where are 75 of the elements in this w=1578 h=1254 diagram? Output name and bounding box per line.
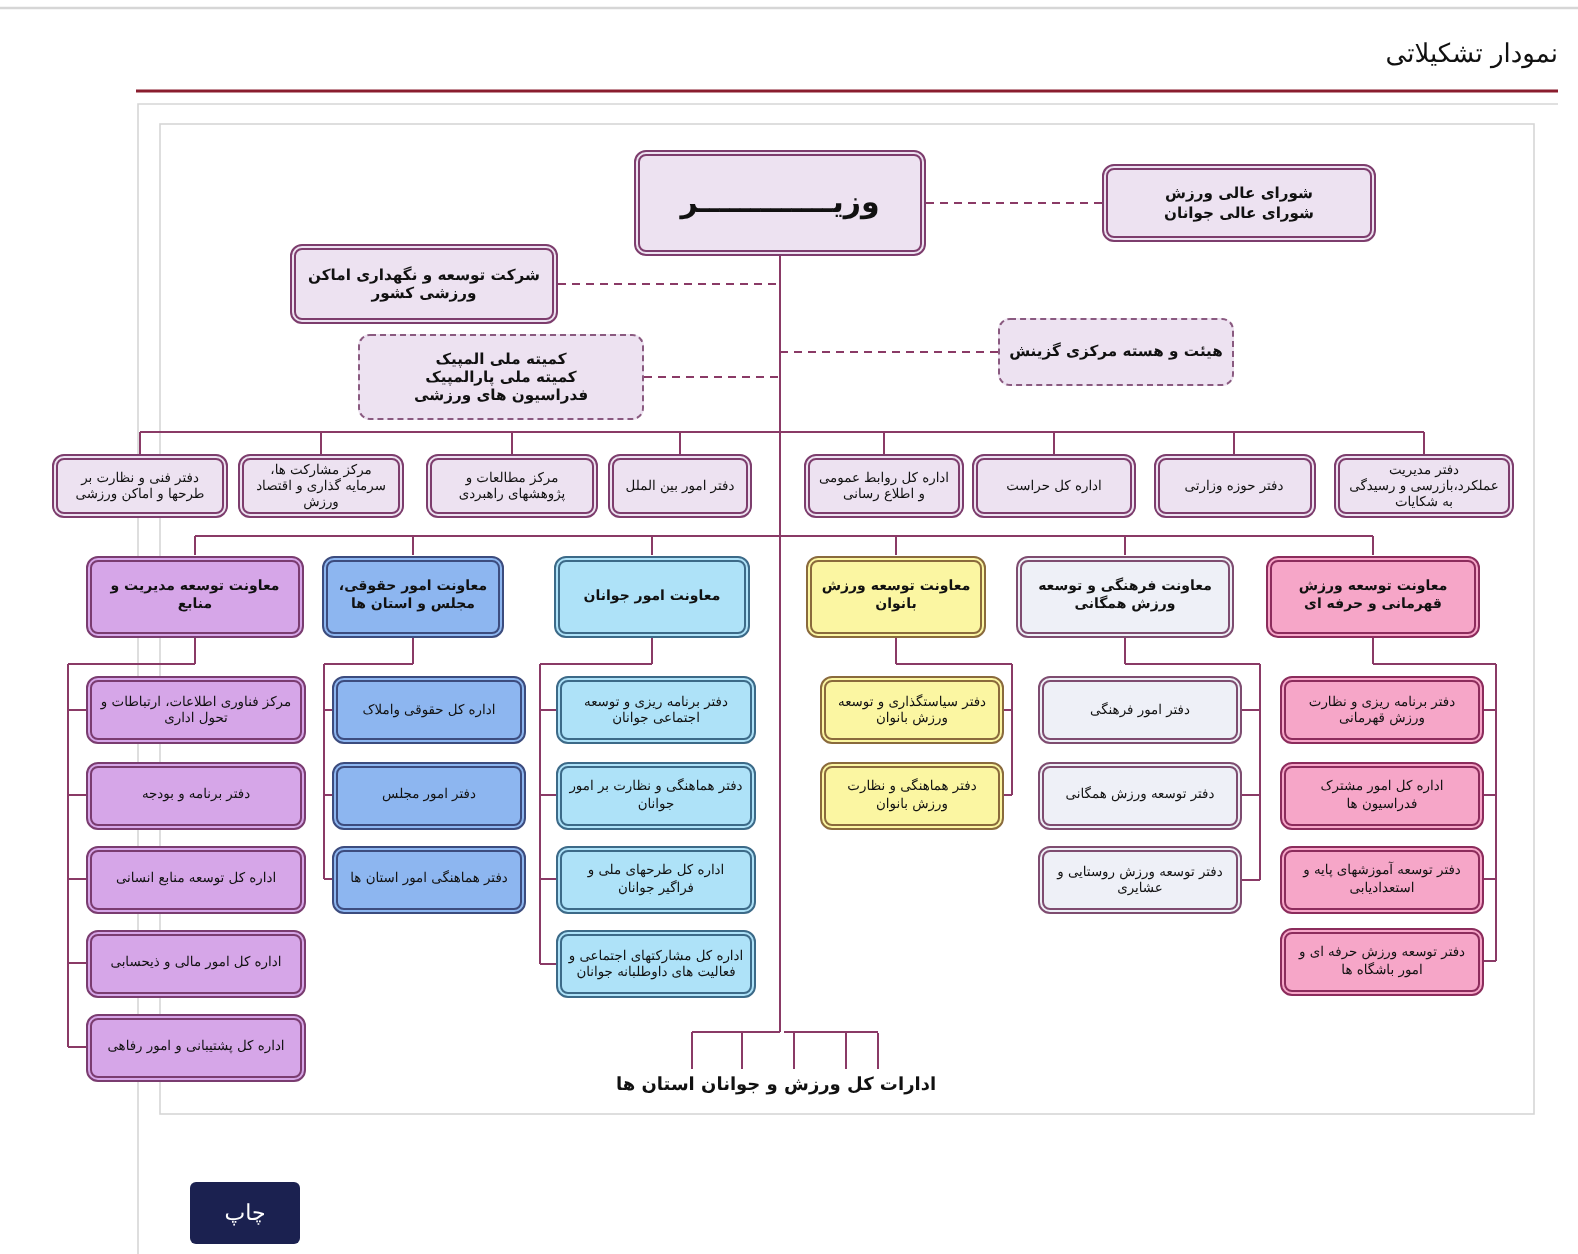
connector-line [895,535,1126,537]
connector-line [67,636,196,711]
connector-line [1241,794,1261,881]
connector-line [651,535,781,537]
connector-line [1124,636,1261,711]
connector-line [412,535,653,537]
connector-line [1483,878,1497,880]
org-box [1102,164,1376,242]
connector-line [511,431,681,433]
connector-line [779,255,781,285]
page-title: نمودار تشکیلاتی [1385,38,1558,74]
connector-line [1053,431,1055,455]
connector-line [320,431,513,433]
connector-line [539,636,653,711]
connector-line [1495,709,1497,796]
connector-line [67,962,87,964]
connector-line [323,794,333,880]
connector-line [779,376,781,433]
dashed-connector [779,351,999,353]
connector-line [1483,794,1497,796]
connector-line [779,351,781,378]
connector-line [67,709,69,796]
connector-line [323,636,414,711]
connector-line [539,878,557,965]
connector-line [323,709,325,796]
dashed-connector [925,202,1103,204]
connector-line [1259,709,1261,796]
connector-line [779,283,781,353]
connector-line [779,431,781,537]
connector-line [1483,878,1497,962]
connector-line [1124,535,1126,556]
connector-line [895,636,1013,711]
connector-line [1483,709,1497,711]
connector-line [1233,431,1235,455]
connector-line [511,431,513,455]
connector-line [412,535,414,556]
text-label: ادارات کل ورزش و جوانان استان ها [600,1069,952,1103]
connector-line [539,878,557,880]
connector-line [1241,709,1261,711]
connector-line [679,431,681,455]
connector-line [67,962,87,1048]
connector-line [779,431,885,433]
connector-line [67,794,87,796]
connector-line [139,431,322,455]
connector-line [679,431,781,433]
connector-line [895,535,897,556]
connector-line [67,709,87,711]
dashed-connector [643,376,781,378]
connector-line [1495,794,1497,880]
connector-line [1053,431,1235,433]
connector-line [67,878,69,964]
connector-line [1372,636,1497,711]
connector-line [883,431,885,455]
connector-line [691,535,781,1070]
connector-line [883,431,1055,433]
connector-line [67,794,69,880]
connector-line [320,431,322,455]
connector-line [539,794,541,880]
connector-line [651,535,653,556]
connector-line [1241,794,1261,796]
connector-line [1233,431,1425,455]
connector-line [67,878,87,880]
org-box: وزیـــــــــــــر [634,150,926,256]
dashed-box [358,334,644,420]
print-button: چاپ [190,1182,300,1244]
connector-line [323,709,333,711]
connector-line [1003,709,1013,796]
connector-line [539,709,541,796]
dashed-connector [557,283,781,285]
connector-line [1003,709,1013,711]
connector-line [779,535,897,537]
connector-line [194,535,414,556]
connector-line [539,794,557,796]
connector-line [1124,535,1374,556]
connector-line [539,709,557,711]
